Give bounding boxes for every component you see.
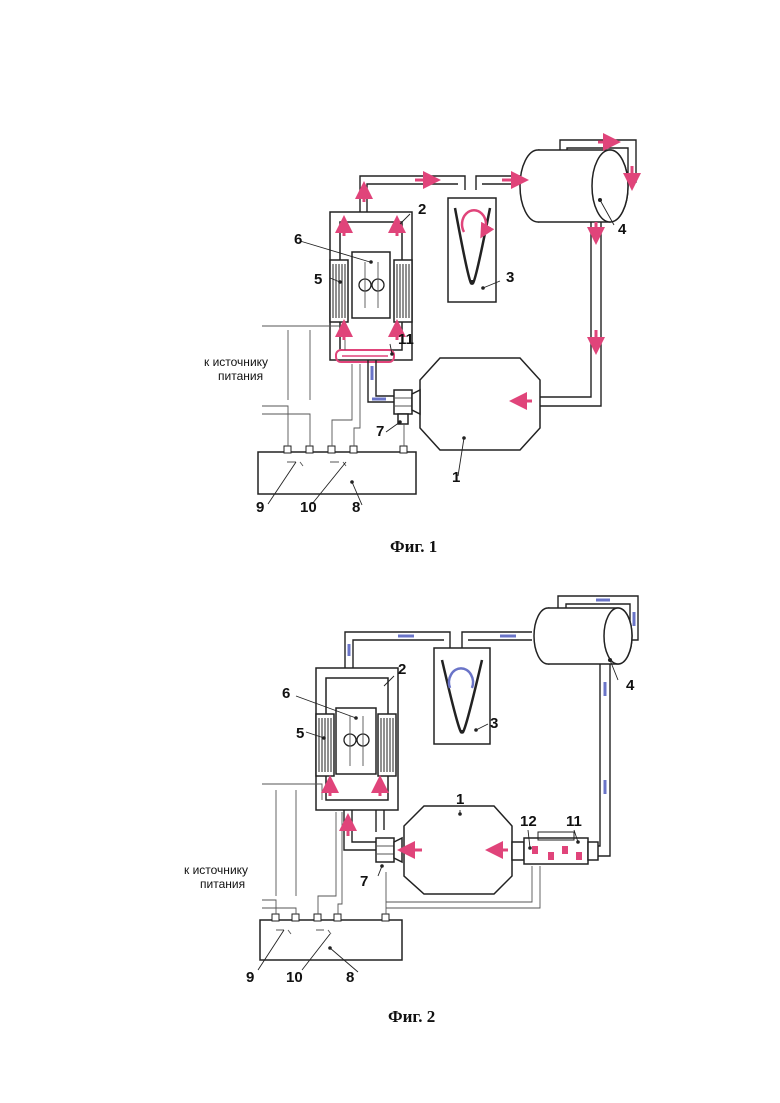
fig1-pipe-right bbox=[537, 206, 601, 406]
fig1-vessel-3 bbox=[448, 198, 496, 302]
fig2-label-9: 9 bbox=[246, 969, 254, 986]
fig1-label-11: 11 bbox=[398, 331, 414, 348]
fig2-power-label-1: к источнику bbox=[184, 863, 248, 877]
fig1-converter-1 bbox=[420, 358, 540, 450]
figure-1: 6 5 2 3 4 11 1 7 9 10 8 к источнику пита… bbox=[204, 140, 636, 556]
fig1-caption: Фиг. 1 bbox=[390, 537, 437, 556]
fig2-label-5: 5 bbox=[296, 725, 304, 742]
fig1-label-5: 5 bbox=[314, 271, 322, 288]
fig1-label-3: 3 bbox=[506, 269, 514, 286]
fig2-label-7: 7 bbox=[360, 873, 368, 890]
fig1-power-label-1: к источнику bbox=[204, 355, 268, 369]
fig2-label-12: 12 bbox=[520, 813, 537, 830]
fig1-label-9: 9 bbox=[256, 499, 264, 516]
fig1-power-label-2: питания bbox=[218, 369, 263, 383]
fig1-label-1: 1 bbox=[452, 469, 460, 486]
fig2-vessel-3 bbox=[434, 648, 490, 744]
fig1-label-4: 4 bbox=[618, 221, 627, 238]
fig2-pipe-right bbox=[592, 664, 610, 856]
fig2-label-2: 2 bbox=[398, 661, 406, 678]
fig2-caption: Фиг. 2 bbox=[388, 1007, 435, 1026]
fig2-label-11: 11 bbox=[566, 813, 582, 830]
fig2-control-unit-8 bbox=[260, 914, 402, 960]
fig2-valve-7 bbox=[376, 838, 402, 868]
fig1-valve-7 bbox=[394, 390, 420, 424]
fig2-label-3: 3 bbox=[490, 715, 498, 732]
fig2-label-6: 6 bbox=[282, 685, 290, 702]
fig2-label-8: 8 bbox=[346, 969, 354, 986]
fig2-label-10: 10 bbox=[286, 969, 303, 986]
fig1-label-7: 7 bbox=[376, 423, 384, 440]
fig1-tank-4 bbox=[520, 150, 628, 222]
fig2-tank-4 bbox=[534, 608, 632, 664]
fig2-power-label-2: питания bbox=[200, 877, 245, 891]
figure-2: 6 5 2 3 4 1 12 11 7 9 10 8 к источнику п… bbox=[184, 596, 638, 1026]
fig2-label-1: 1 bbox=[456, 791, 464, 808]
fig1-label-8: 8 bbox=[352, 499, 360, 516]
fig1-label-10: 10 bbox=[300, 499, 317, 516]
fig1-label-2: 2 bbox=[418, 201, 426, 218]
fig1-label-6: 6 bbox=[294, 231, 302, 248]
fig1-control-unit-8 bbox=[258, 446, 416, 494]
fig2-heater-11-12 bbox=[512, 832, 598, 864]
fig2-label-4: 4 bbox=[626, 677, 635, 694]
